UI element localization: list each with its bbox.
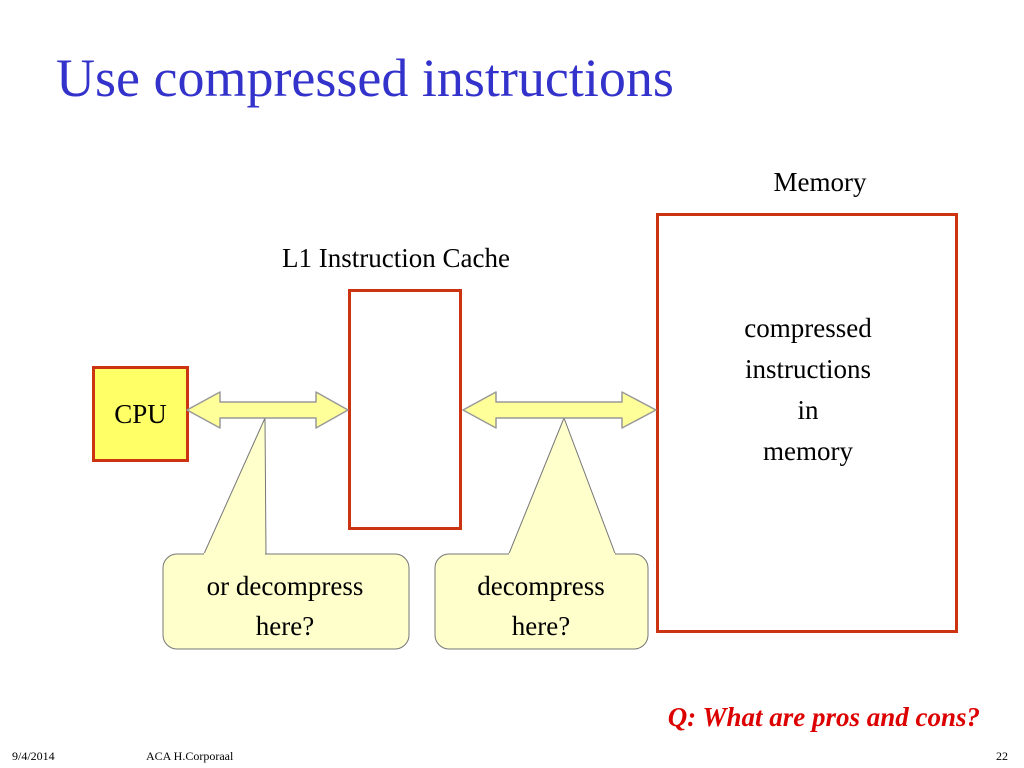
memory-content-line: instructions (745, 354, 871, 384)
memory-box (656, 213, 958, 633)
footer-page-number: 22 (996, 749, 1008, 763)
callout-decompress-cpu-text: or decompress here? (160, 566, 410, 646)
cpu-label: CPU (114, 399, 167, 429)
slide-title: Use compressed instructions (56, 48, 674, 108)
memory-content-line: in (797, 395, 819, 425)
cpu-cache-arrow (186, 391, 349, 429)
memory-label: Memory (773, 167, 867, 197)
question-text: Q: What are pros and cons? (667, 702, 980, 732)
callout-decompress-cache-pointer (507, 416, 617, 557)
memory-contents: compressed instructions in memory (660, 308, 956, 472)
callout-decompress-cpu (162, 553, 410, 650)
callout-line: or decompress (206, 571, 364, 601)
callout-line: here? (255, 611, 315, 641)
footer-author: ACA H.Corporaal (146, 749, 234, 763)
memory-content-line: compressed (744, 313, 872, 343)
cache-box (348, 289, 462, 530)
cache-memory-arrow (462, 391, 657, 429)
callout-line: decompress (477, 571, 605, 601)
memory-content-line: memory (763, 436, 853, 466)
footer-date: 9/4/2014 (12, 749, 55, 763)
cpu-box: CPU (92, 366, 189, 462)
callout-decompress-cpu-pointer (202, 417, 267, 557)
callout-decompress-cache-text: decompress here? (434, 566, 648, 646)
cache-label: L1 Instruction Cache (282, 243, 510, 273)
callout-line: here? (511, 611, 571, 641)
